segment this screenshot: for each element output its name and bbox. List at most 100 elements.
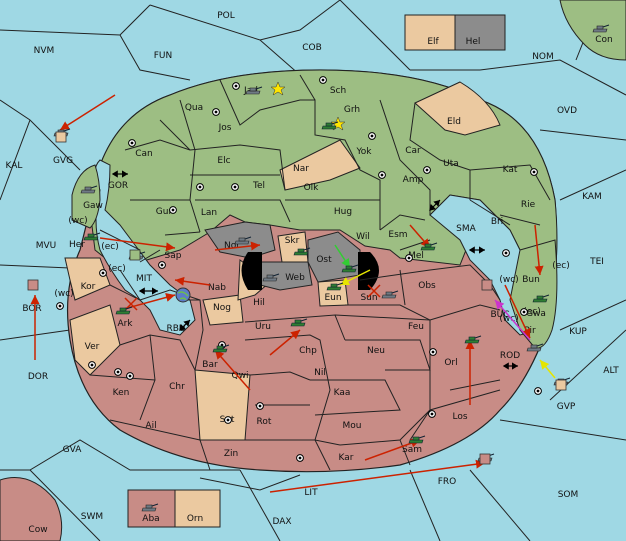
land-label-los: Los	[452, 412, 467, 422]
fleet-icon[interactable]	[526, 343, 544, 352]
land-label-grh: Grh	[344, 105, 360, 115]
sea-label-ovd: OVD	[557, 106, 577, 116]
land-label-yok: Yok	[355, 147, 372, 157]
sea-label-mvu: MVU	[36, 241, 57, 251]
sea-label-bor: BOR	[22, 304, 41, 314]
coast-mark: (wc)	[499, 314, 518, 324]
sea-label-swm: SWM	[81, 512, 103, 522]
land-label-eld: Eld	[447, 117, 461, 127]
army-icon[interactable]	[321, 121, 339, 130]
land-label-wil: Wil	[356, 232, 370, 242]
sea-label-fro: FRO	[438, 477, 457, 487]
region-eld[interactable]	[414, 81, 501, 136]
sea-label-gva: GVA	[63, 445, 83, 455]
sea-label-con: Con	[595, 35, 613, 45]
sea-label-pol: POL	[217, 11, 235, 21]
army-icon[interactable]	[464, 335, 482, 344]
order-arrows	[30, 94, 556, 493]
land-label-elf: Elf	[427, 37, 439, 47]
arrow-convoy	[339, 269, 371, 286]
land-label-uru: Uru	[255, 322, 271, 332]
land-label-feu: Feu	[408, 322, 424, 332]
land-label-orl: Orl	[444, 358, 457, 368]
fleet-icon[interactable]	[592, 24, 610, 33]
land-label-jos: Jos	[218, 123, 232, 133]
fleet-icon[interactable]	[381, 290, 399, 299]
sea-label-nom: NOM	[532, 52, 554, 62]
arrow-her-sap	[99, 237, 176, 252]
land-label-elc: Elc	[217, 156, 230, 166]
army-icon[interactable]	[212, 344, 230, 353]
land-label-skr: Skr	[285, 236, 300, 246]
arrow-gvg	[59, 94, 116, 131]
canal-left	[241, 252, 262, 290]
army-icon[interactable]	[532, 294, 550, 303]
fleet-icon[interactable]	[262, 273, 280, 282]
land-label-lan: Lan	[201, 208, 217, 218]
land-label-orn: Orn	[187, 514, 203, 524]
fleet-icon[interactable]	[234, 236, 252, 245]
arrow-pir	[494, 299, 531, 341]
fleet-icon[interactable]	[245, 86, 263, 95]
fleet-icon[interactable]	[80, 185, 98, 194]
region-gaw[interactable]	[71, 164, 101, 229]
army-icon[interactable]	[115, 306, 133, 315]
land-label-can: Can	[135, 149, 153, 159]
sea-label-mit: MIT	[136, 274, 152, 284]
land-label-sun: Sun	[360, 293, 377, 303]
land-label-car: Car	[405, 146, 421, 156]
sea-label-dor: DOR	[28, 372, 48, 382]
land-label-sap: Sap	[165, 251, 182, 261]
region-cow[interactable]	[0, 477, 63, 541]
region-ver[interactable]	[69, 304, 121, 376]
dislodged-marks	[124, 284, 381, 311]
land-label-tel: Tel	[252, 181, 265, 191]
army-icon[interactable]	[83, 232, 101, 241]
globe-icon	[175, 287, 191, 303]
land-label-aba: Aba	[142, 514, 159, 524]
army-icon[interactable]	[408, 435, 426, 444]
sea-label-gvp: GVP	[557, 402, 576, 412]
coast-mark: (ec)	[108, 264, 126, 274]
land-label-ark: Ark	[117, 319, 133, 329]
land-label-nab: Nab	[208, 283, 226, 293]
sea-label-alt: ALT	[603, 366, 619, 376]
sea-label-cow: Cow	[28, 525, 47, 535]
army-icon[interactable]	[290, 318, 308, 327]
land-label-hil: Hil	[253, 298, 265, 308]
sea-label-lit: LIT	[304, 488, 318, 498]
army-icon[interactable]	[341, 264, 359, 273]
coast-mark: (wc)	[54, 289, 73, 299]
land-label-eun: Eun	[324, 293, 341, 303]
region-con[interactable]	[559, 0, 626, 61]
army-icon[interactable]	[293, 247, 311, 256]
land-label-neu: Neu	[367, 346, 385, 356]
coast-mark: (wc)	[68, 216, 87, 226]
arrow-nor	[214, 241, 261, 251]
fleet-icon[interactable]	[141, 503, 159, 512]
region-nog[interactable]	[202, 294, 244, 326]
army-icon[interactable]	[420, 242, 438, 251]
land-label-nar: Nar	[293, 164, 309, 174]
supply-centers	[56, 76, 542, 462]
army-icon[interactable]	[326, 282, 344, 291]
arrow-bun	[534, 224, 544, 276]
land-label-gaw: Gaw	[83, 201, 103, 211]
land-label-mou: Mou	[343, 421, 362, 431]
land-label-kaa: Kaa	[334, 388, 351, 398]
land-label-hug: Hug	[334, 207, 352, 217]
region-kor[interactable]	[64, 257, 111, 301]
land-label-web: Web	[285, 273, 305, 283]
region-hel[interactable]	[454, 14, 506, 51]
land-label-qwi: Qwi	[232, 371, 249, 381]
land-label-kor: Kor	[81, 282, 96, 292]
land-label-uta: Uta	[443, 159, 459, 169]
land-label-kat: Kat	[503, 165, 518, 175]
land-label-gwa: Gwa	[526, 309, 546, 319]
land-label-zin: Zin	[224, 449, 238, 459]
sea-label-buc: BUC	[490, 310, 509, 320]
land-label-nor: Nor	[224, 241, 240, 251]
sea-label-rod: ROD	[500, 351, 520, 361]
land-label-qua: Qua	[185, 103, 203, 113]
